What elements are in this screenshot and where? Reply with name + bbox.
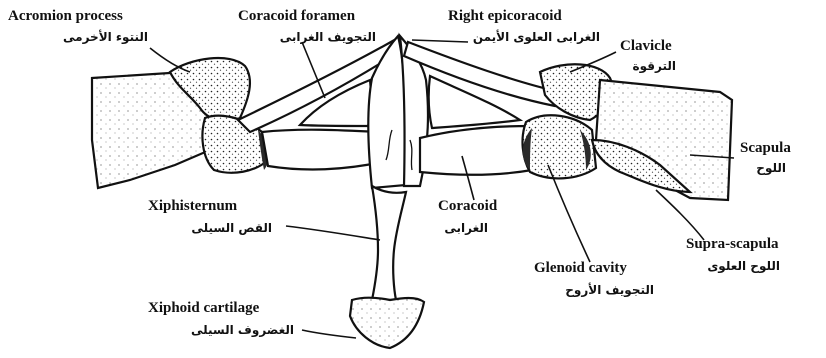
label-clavicle: Clavicle الترقوة bbox=[620, 38, 676, 74]
leader-xiphoid-cartilage bbox=[302, 330, 356, 338]
scapula-en: Scapula bbox=[740, 140, 791, 156]
xiphoid-cartilage-en: Xiphoid cartilage bbox=[148, 300, 260, 316]
right-coracoid bbox=[420, 126, 532, 175]
coracoid-en: Coracoid bbox=[438, 198, 498, 214]
clavicle-en: Clavicle bbox=[620, 38, 672, 54]
coracoid-ar: الغرابى bbox=[444, 221, 488, 235]
label-glenoid-cavity: Glenoid cavity التجويف الأروح bbox=[534, 260, 654, 298]
label-coracoid-foramen: Coracoid foramen التجويف الغرابى bbox=[238, 8, 376, 45]
label-coracoid: Coracoid الغرابى bbox=[438, 198, 498, 235]
supra-scapula-ar: اللوح العلوى bbox=[707, 259, 780, 274]
label-xiphisternum: Xiphisternum القص السيلى bbox=[148, 198, 272, 235]
xiphisternum bbox=[372, 186, 406, 300]
scapula-ar: اللوح bbox=[756, 161, 786, 176]
right-epicoracoid-ar: الغرابى العلوى الأيمن bbox=[473, 29, 600, 45]
leader-right-epicoracoid bbox=[412, 40, 468, 42]
xiphoid-cartilage-ar: الغضروف السيلى bbox=[191, 323, 294, 338]
acromion-en: Acromion process bbox=[8, 8, 123, 24]
xiphisternum-en: Xiphisternum bbox=[148, 198, 238, 214]
glenoid-cavity-ar: التجويف الأروح bbox=[565, 282, 654, 298]
label-acromion-process: Acromion process النتوء الأخرمى bbox=[8, 8, 148, 45]
xiphisternum-ar: القص السيلى bbox=[191, 221, 272, 235]
leader-xiphisternum bbox=[286, 226, 380, 240]
label-supra-scapula: Supra-scapula اللوح العلوى bbox=[686, 236, 780, 274]
label-scapula: Scapula اللوح bbox=[740, 140, 791, 176]
xiphoid-cartilage bbox=[350, 298, 424, 348]
coracoid-foramen-ar: التجويف الغرابى bbox=[280, 30, 376, 45]
leader-glenoid-cavity bbox=[548, 165, 590, 262]
glenoid-cavity-en: Glenoid cavity bbox=[534, 260, 627, 276]
label-xiphoid-cartilage: Xiphoid cartilage الغضروف السيلى bbox=[148, 300, 294, 338]
right-epicoracoid-en: Right epicoracoid bbox=[448, 8, 562, 24]
acromion-ar: النتوء الأخرمى bbox=[63, 29, 148, 45]
clavicle-ar: الترقوة bbox=[633, 59, 676, 74]
label-right-epicoracoid: Right epicoracoid الغرابى العلوى الأيمن bbox=[448, 8, 600, 45]
supra-scapula-en: Supra-scapula bbox=[686, 236, 779, 252]
left-coracoid bbox=[262, 130, 382, 170]
coracoid-foramen-en: Coracoid foramen bbox=[238, 8, 356, 24]
